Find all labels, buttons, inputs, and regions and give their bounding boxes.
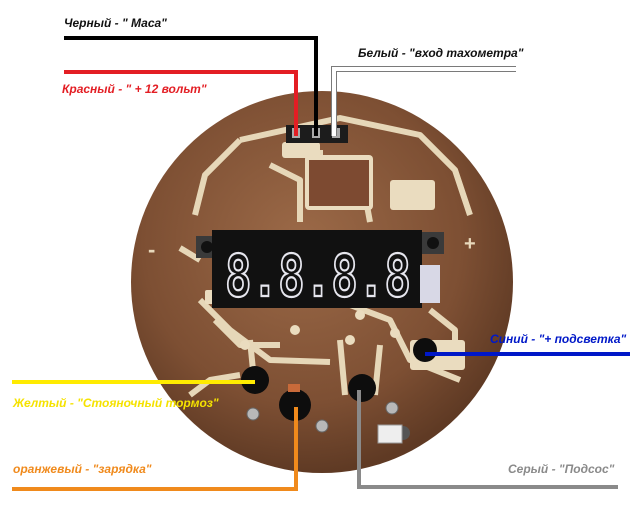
- label-black-wire: Черный - " Маса": [64, 16, 167, 30]
- gray-wire: [357, 390, 618, 489]
- wires: [12, 36, 630, 491]
- white-wire: [332, 67, 516, 136]
- label-white-wire: Белый - "вход тахометра": [358, 46, 524, 60]
- board-plus-sign: +: [464, 233, 476, 255]
- label-orange-wire: оранжевый - "зарядка": [13, 462, 152, 476]
- seven-segment-display: [212, 230, 440, 308]
- display-digits: 8.8.8.8: [225, 242, 411, 310]
- red-wire: [64, 70, 298, 136]
- label-red-wire: Красный - " + 12 вольт": [62, 82, 207, 96]
- black-wire: [64, 36, 318, 136]
- board-minus-sign: -: [148, 237, 155, 262]
- label-blue-wire: Синий - "+ подсветка": [490, 332, 627, 346]
- orange-wire: [12, 407, 298, 491]
- label-gray-wire: Серый - "Подсос": [508, 462, 615, 476]
- chip-area: [309, 160, 369, 206]
- right-push-button: [422, 232, 444, 254]
- label-yellow-wire: Желтый - "Стояночный тормоз": [13, 396, 219, 410]
